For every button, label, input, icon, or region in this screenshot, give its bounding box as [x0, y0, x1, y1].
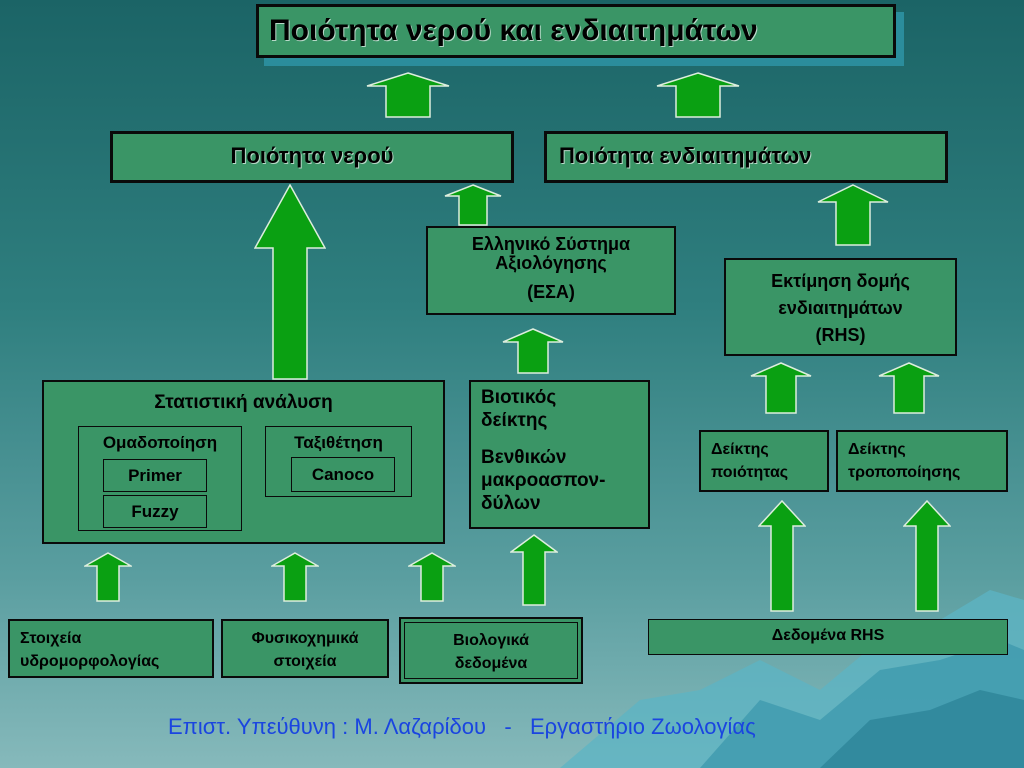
statistical-analysis-box: Στατιστική ανάλυση Ομαδοποίηση Primer Fu… [42, 380, 445, 544]
modification-index-line-2: τροποποίησης [848, 464, 961, 481]
bio-line-2: δεδομένα [454, 655, 528, 672]
arrow-up-icon [271, 552, 319, 602]
esa-line-3: (ΕΣΑ) [527, 282, 575, 302]
habitat-quality-header: Ποιότητα ενδιαιτημάτων [544, 131, 948, 183]
esa-box: Ελληνικό Σύστημα Αξιολόγησης (ΕΣΑ) [426, 226, 676, 315]
ordination-label: Ταξιθέτηση [294, 433, 383, 452]
footer-credit: Επιστ. Υπεύθυνη : Μ. Λαζαρίδου - Εργαστή… [168, 714, 756, 739]
fuzzy-box: Fuzzy [103, 495, 207, 528]
hydro-line-2: υδρομορφολογίας [20, 653, 160, 670]
arrow-up-icon [817, 184, 889, 246]
rhs-eval-line-3: (RHS) [815, 325, 866, 345]
esa-line-2: Αξιολόγησης [495, 253, 607, 273]
arrow-up-icon [903, 500, 951, 612]
esa-line-1: Ελληνικό Σύστημα [471, 234, 631, 254]
biological-data-outer-box: Βιολογικά δεδομένα [399, 617, 583, 684]
physchem-line-2: στοιχεία [273, 653, 337, 670]
quality-index-box: Δείκτης ποιότητας [699, 430, 829, 492]
water-quality-header: Ποιότητα νερού [110, 131, 514, 183]
primer-box: Primer [103, 459, 207, 492]
arrow-up-icon [510, 534, 558, 606]
canoco-box: Canoco [291, 457, 395, 492]
clustering-label: Ομαδοποίηση [102, 433, 218, 452]
biotic-line-1: Βιοτικός [481, 387, 557, 408]
main-title: Ποιότητα νερού και ενδιαιτημάτων [256, 4, 896, 58]
arrow-up-icon [878, 362, 940, 414]
arrow-up-icon [656, 72, 740, 118]
arrow-up-icon [750, 362, 812, 414]
biological-data-box: Βιολογικά δεδομένα [404, 622, 578, 679]
physicochemical-data-box: Φυσικοχημικά στοιχεία [221, 619, 389, 678]
rhs-eval-line-1: Εκτίμηση δομής [771, 271, 910, 291]
arrow-up-icon [758, 500, 806, 612]
modification-index-box: Δείκτης τροποποίησης [836, 430, 1008, 492]
quality-index-line-2: ποιότητας [711, 464, 789, 481]
rhs-evaluation-box: Εκτίμηση δομής ενδιαιτημάτων (RHS) [724, 258, 957, 356]
hydro-line-1: Στοιχεία [20, 630, 82, 647]
biotic-line-4: μακροασπον- [481, 470, 606, 491]
arrow-up-icon [408, 552, 456, 602]
stats-label: Στατιστική ανάλυση [154, 392, 333, 413]
quality-index-line-1: Δείκτης [711, 441, 769, 458]
arrow-up-icon [366, 72, 450, 118]
biotic-line-5: δύλων [481, 493, 541, 514]
bio-line-1: Βιολογικά [453, 632, 529, 649]
biotic-index-box: Βιοτικός δείκτης Βενθικών μακροασπον- δύ… [469, 380, 650, 529]
hydromorphology-data-box: Στοιχεία υδρομορφολογίας [8, 619, 214, 678]
biotic-line-2: δείκτης [481, 410, 548, 431]
arrow-up-icon [502, 328, 564, 374]
physchem-line-1: Φυσικοχημικά [251, 630, 359, 647]
arrow-up-icon [254, 184, 326, 380]
modification-index-line-1: Δείκτης [848, 441, 906, 458]
rhs-eval-line-2: ενδιαιτημάτων [778, 298, 903, 318]
arrow-up-icon [444, 184, 502, 226]
arrow-up-icon [84, 552, 132, 602]
biotic-line-3: Βενθικών [481, 447, 567, 468]
rhs-data-box: Δεδομένα RHS [648, 619, 1008, 655]
